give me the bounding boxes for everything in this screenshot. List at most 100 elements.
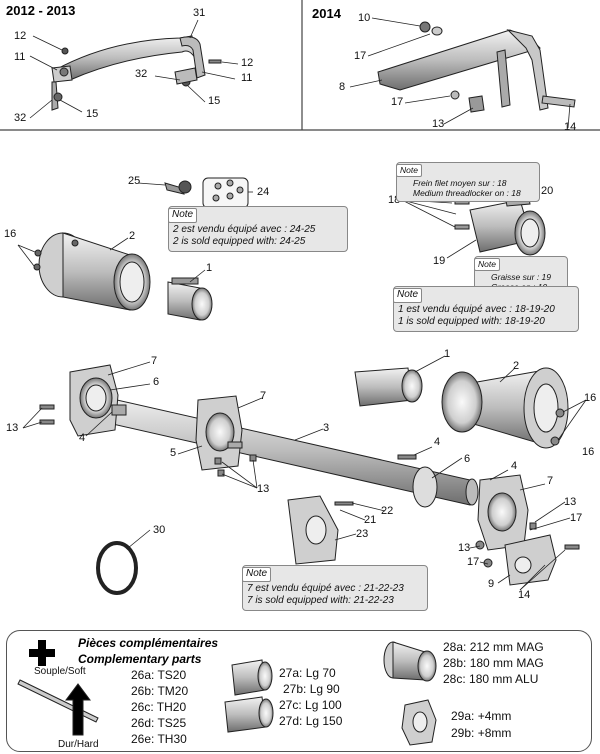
list-item-26d: 26d: TS25 [131,716,187,730]
list-item-26e: 26e: TH30 [131,732,187,746]
valve-25 [164,180,192,195]
insert-1-axle [354,367,423,407]
weights-24 [202,177,249,209]
note-label: Note [168,208,198,223]
complementary-title-fr: Pièces complémentaires [78,636,219,650]
leader-lines-2012 [29,19,239,119]
bearing-housing-left [69,364,127,437]
callout-15: 15 [208,95,221,107]
callout-13: 13 [432,118,445,130]
callout-31: 31 [193,7,206,19]
note-label: Note [393,288,423,303]
note-line-fr: Frein filet moyen sur : 18 [413,177,507,188]
leader-lines-2014 [349,17,571,129]
bearing-housing-right [477,474,529,551]
list-item-28a: 28a: 212 mm MAG [443,640,544,654]
callout-7: 7 [547,475,554,487]
note-box-18-19-20: Note 1 est vendu équipé avec : 18-19-20 … [393,286,579,332]
bracket-2012 [51,35,222,111]
callout-6: 6 [153,376,160,388]
callout-2: 2 [129,230,136,242]
callout-4: 4 [434,436,441,448]
list-item-28c: 28c: 180 mm ALU [443,672,539,686]
callout-11: 11 [14,51,26,63]
callout-4: 4 [79,432,86,444]
header-2012-2013: 2012 - 2013 [6,3,76,18]
ring-6-right [412,466,438,508]
note-line-fr: Graisse sur : 19 [491,271,551,282]
callout-13: 13 [564,496,577,508]
soft-hard-arrow [17,679,99,736]
callout-1: 1 [444,348,451,360]
callout-4: 4 [511,460,518,472]
note-label: Note [396,164,422,177]
housing-29-drawing [401,699,437,746]
callout-17: 17 [570,512,583,524]
callout-7: 7 [151,355,158,367]
callout-24: 24 [257,186,270,198]
callout-5: 5 [170,447,177,459]
note-label: Note [474,258,500,271]
plus-icon [29,640,55,666]
bracket-2014 [377,21,576,113]
callout-19: 19 [433,255,446,267]
callout-7: 7 [260,390,267,402]
callout-22: 22 [381,505,394,517]
callout-32: 32 [135,68,148,80]
note-line-en: 1 is sold equipped with: 18-19-20 [398,316,545,327]
note-line-en: Medium threadlocker on : 18 [413,188,521,199]
list-item-26c: 26c: TH20 [131,700,187,714]
callout-18: 18 [388,194,401,206]
list-item-29a: 29a: +4mm [451,709,512,723]
callout-16: 16 [4,228,17,240]
header-2014: 2014 [312,6,341,21]
callout-14: 14 [564,121,577,133]
callout-16: 16 [584,392,597,404]
frame-lines [0,0,600,131]
leader-lines-axle [22,355,587,591]
soft-label: Souple/Soft [34,666,86,677]
list-item-26a: 26a: TS20 [131,668,187,682]
callout-10: 10 [358,12,371,24]
callout-11: 11 [241,72,253,84]
callout-8: 8 [339,81,346,93]
list-item-27d: 27d: Lg 150 [279,714,343,728]
hub-2-left [33,232,151,311]
callout-17: 17 [354,50,367,62]
hub-28-drawing [383,641,437,682]
list-item-27c: 27c: Lg 100 [279,698,342,712]
callout-13: 13 [6,422,19,434]
screws [39,404,580,568]
insert-1-left [167,277,213,321]
callout-21: 21 [364,514,377,526]
note-label: Note [242,567,272,582]
callout-13: 13 [458,542,471,554]
clamp-23 [287,495,339,565]
callout-6: 6 [464,453,471,465]
list-item-29b: 29b: +8mm [451,726,512,740]
note-line-fr: 1 est vendu équipé avec : 18-19-20 [398,303,555,315]
callout-14: 14 [518,589,531,601]
callout-13: 13 [257,483,270,495]
callout-3: 3 [323,422,330,434]
callout-12: 12 [241,57,254,69]
bearing-housing-mid [195,395,243,471]
list-item-28b: 28b: 180 mm MAG [443,656,544,670]
callout-17: 17 [467,556,480,568]
plate-9 [504,534,557,586]
o-ring-30 [96,541,138,595]
list-item-27b: 27b: Lg 90 [283,682,340,696]
callout-32: 32 [14,112,27,124]
note-box-21-22-23: Note 7 est vendu équipé avec : 21-22-23 … [242,565,428,611]
note-line-en: 2 is sold equipped with: 24-25 [173,236,306,247]
complementary-parts-box [6,630,592,752]
leader-lines-mid-left [17,182,253,283]
callout-23: 23 [356,528,369,540]
callout-1: 1 [206,262,213,274]
note-box-threadlocker: Note Frein filet moyen sur : 18 Medium t… [396,162,540,202]
insert-27-drawings [224,659,274,733]
hub-2-right [441,367,569,449]
callout-2: 2 [513,360,520,372]
